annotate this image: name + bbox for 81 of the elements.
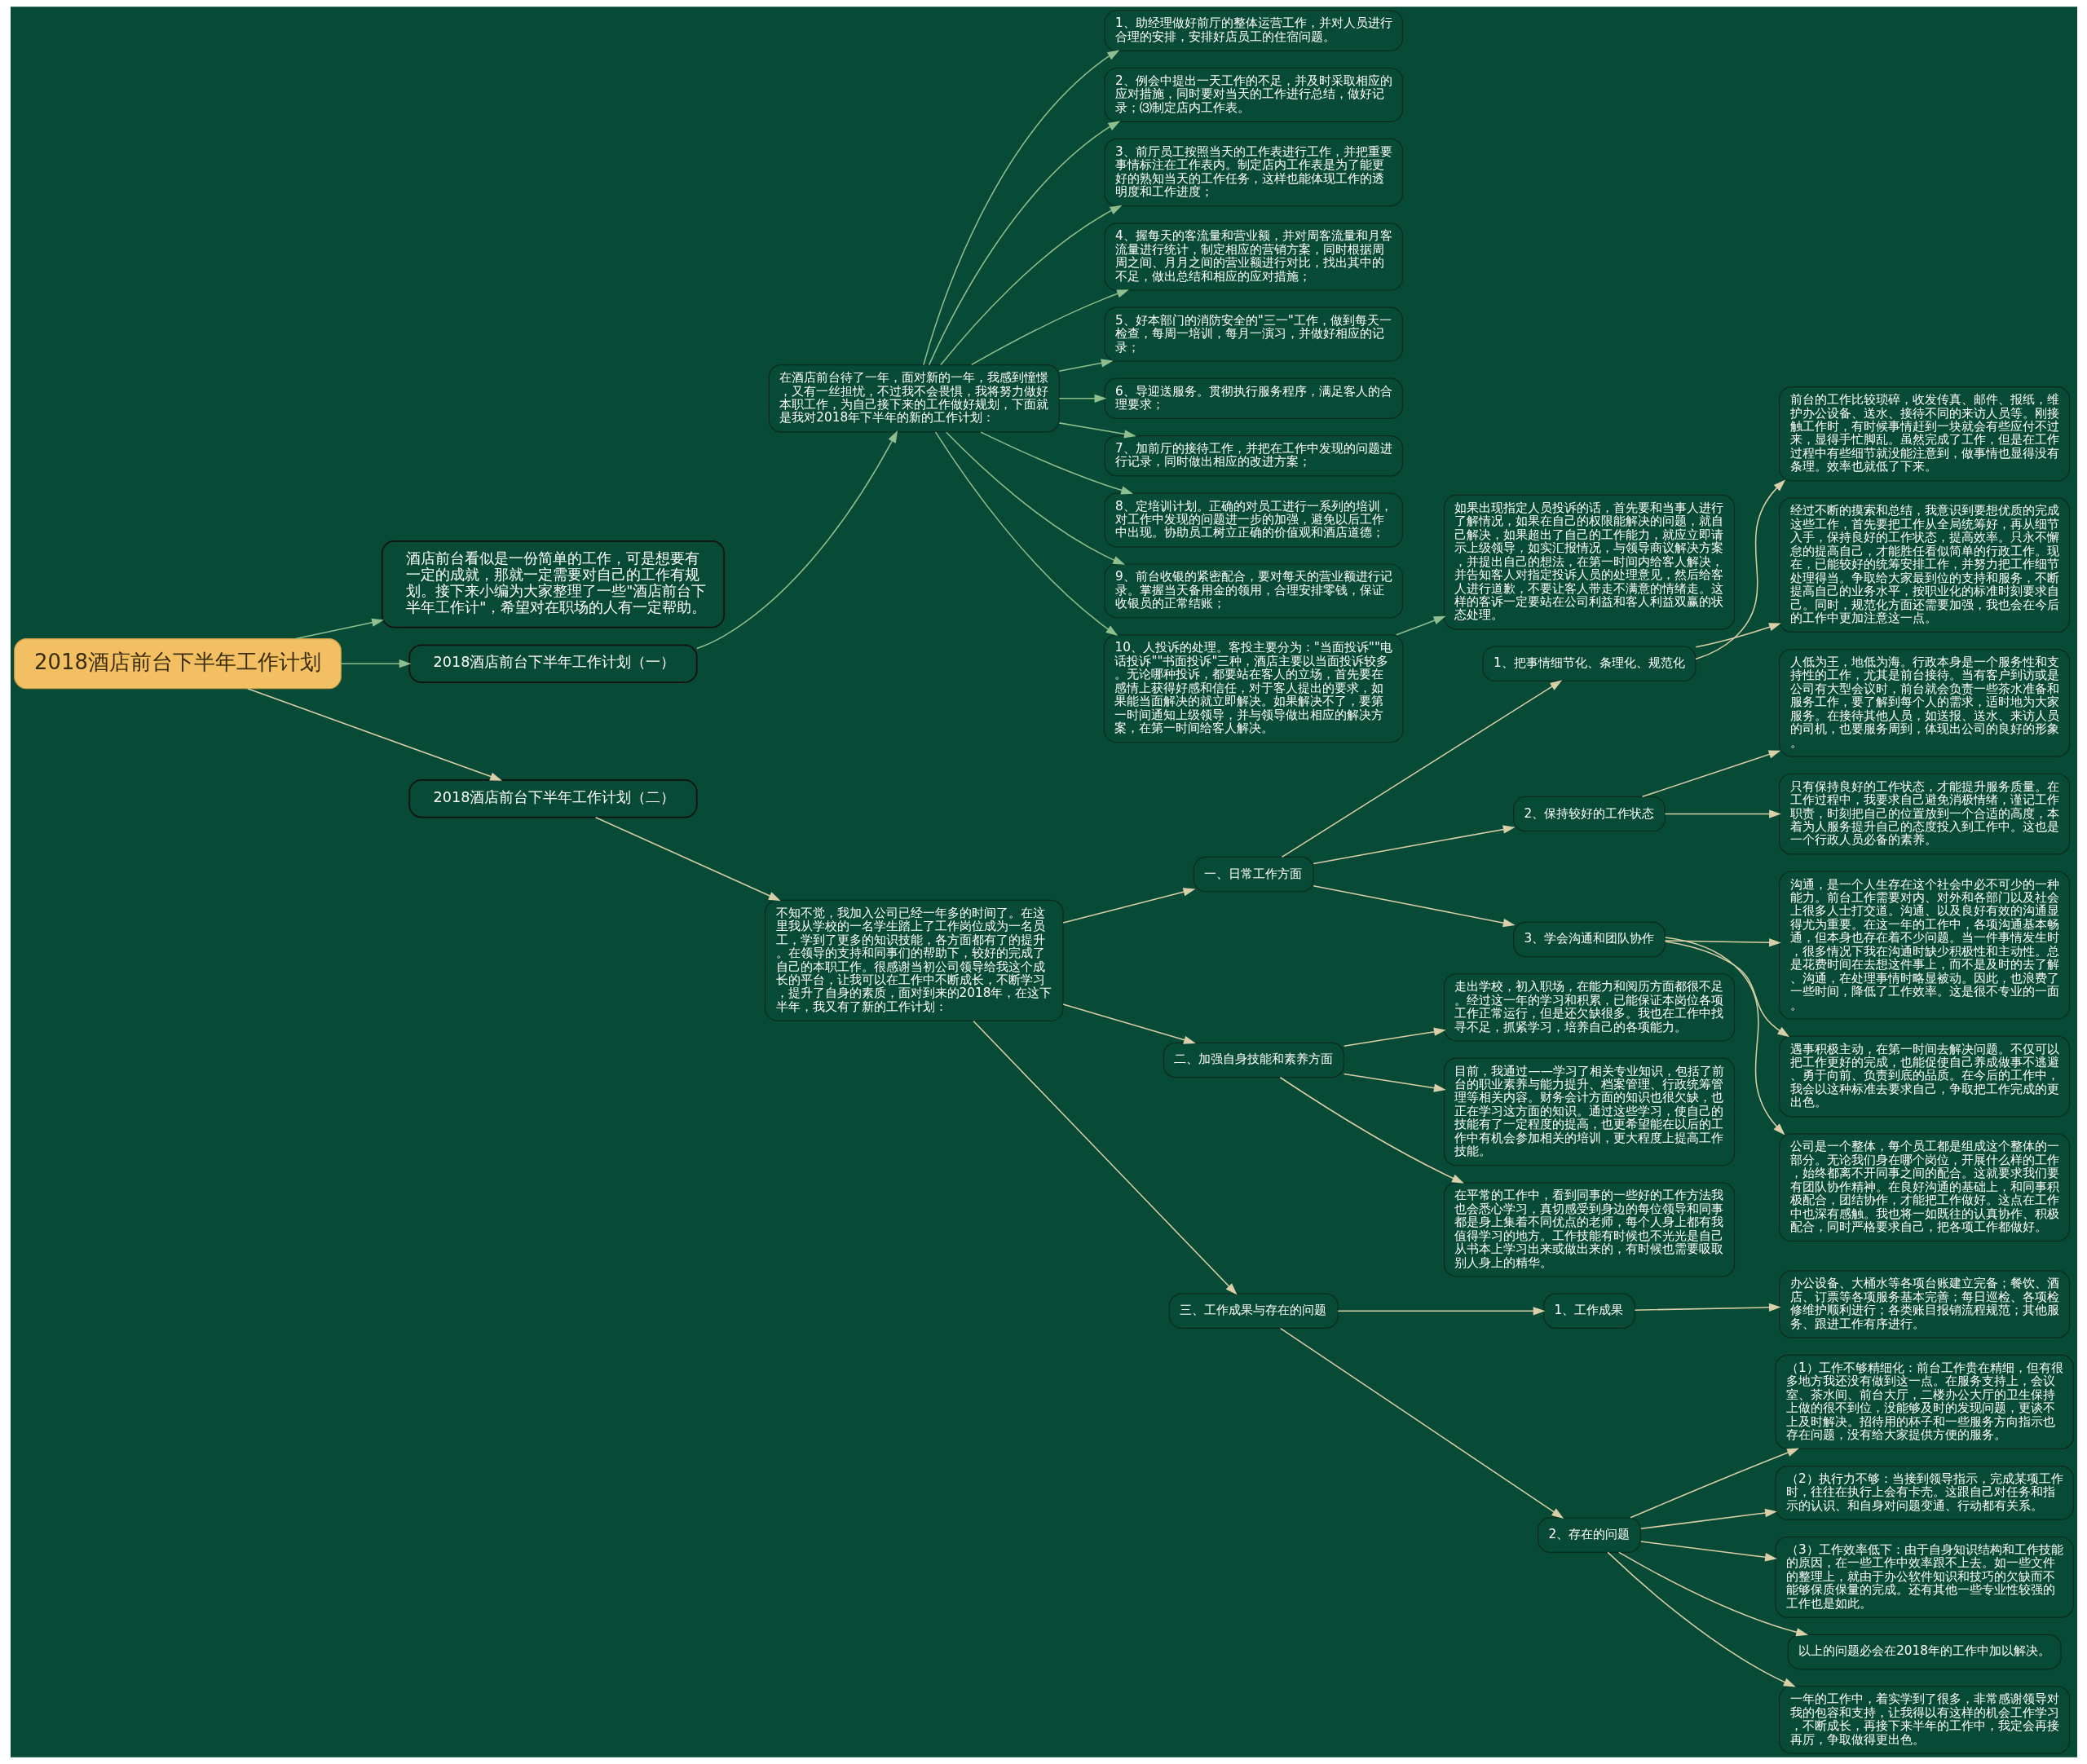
arrow (1639, 1508, 1777, 1530)
arrow (695, 430, 898, 650)
arrow (1607, 1551, 1796, 1687)
node-box: 遇事积极主动，在第一时间去解决问题。不仅可以把工作更好的完成，也能促使自己养成做事不逃避、勇于向前、负责到底的品质。在今后的工作中，我会以这种标准去要求自己，争取把工作完成的更出色。 (1778, 1035, 2070, 1118)
arrow (1312, 825, 1516, 865)
arrow (970, 289, 1129, 366)
arrow (1641, 750, 1780, 798)
arrow (939, 205, 1123, 366)
arrow (594, 817, 781, 902)
arrow (979, 431, 1133, 495)
arrow (972, 1020, 1238, 1295)
arrow (1058, 394, 1106, 403)
node-box: 沟通，是一个人生存在这个社会中必不可少的一种能力。前台工作需要对内、对外和各部门以及社会上很多人士打交道。沟通、以及良好有效的沟通显得尤为重要。在这一年的工作中，各项沟通基本畅通，但本身也存在着不少问题。当一件事情发生时，很多情况下我在沟通时缺少积极性和主动性。总是花费时间在去想这件事上，而不是及时的去了解、沟通，在处理事情时略显被动。因此，也浪费了一些时间，降低了工作效率。这是很不专业的一面。 (1778, 871, 2070, 1020)
arrow (1664, 938, 1781, 947)
arrow (1061, 888, 1195, 924)
arrow (1617, 1551, 1808, 1637)
arrow (1664, 937, 1785, 1136)
node-box: 只有保持良好的工作状态，才能提升服务质量。在工作过程中，我要求自己避免消极情绪，谨记工作职责，时刻把自己的位置放到一个合适的高度，本着为人服务提升自己的态度投入到工作中。这也是一个行政人员必备的素养。 (1778, 773, 2070, 855)
node-box: 目前，我通过——学习了相关专业知识，包括了前台的职业素养与能力提升、档案管理、行政统筹管理等相关内容。财务会计方面的知识也很欠缺，也正在学习这方面的知识。通过这些学习，使自己的技能有了一定程度的提高，也更希望能在以后的工作中有机会参加相关的培训，更大程度上提高工作技能。 (1443, 1057, 1735, 1166)
node-box: 1、助经理做好前厅的整体运营工作，并对人员进行合理的安排，安排好店员工的住宿问题。 (1104, 10, 1403, 51)
node-box: （1）工作不够精细化：前台工作贵在精细，但有很多地方我还没有做到这一点。在服务支持上，会议室、茶水间、前台大厅，二楼办公大厅的卫生保持上做的很不到位，没能够及时的发现问题，更谈不上及时解决。招待用的杯子和一些服务方向指示也存在问题，没有给大家提供方便的服务。 (1774, 1354, 2074, 1449)
arrow (1279, 1077, 1464, 1184)
node-box: 前台的工作比较琐碎，收发传真、邮件、报纸，维护办公设备、送水、接待不同的来访人员等。刚接触工作时，有时候事情赶到一块就会有些应付不过来，显得手忙脚乱。虽然完成了工作，但是在工作过程中有些细节就没能注意到，做事情也显得没有条理。效率也就低了下来。 (1778, 386, 2070, 482)
node-box: 10、人投诉的处理。客投主要分为："当面投诉""电话投诉""书面投诉"三种，酒店主要以当面投诉较多。无论哪种投诉，都要站在客人的立场，首先要在感情上获得好感和信任，对于客人提出的要求，如果能当面解决的就立即解决。如果解决不了，要第一时间通知上级领导，并与领导做出相应的解决方案，在第一时间给客人解决。 (1103, 634, 1404, 743)
node-box: 6、导迎送服务。贯彻执行服务程序，满足客人的合理要求； (1104, 377, 1403, 420)
node-box: 走出学校，初入职场，在能力和阅历方面都很不足。经过这一年的学习和积累，已能保证本岗位各项工作正常运行，但是还欠缺很多。我也在工作中找寻不足，抓紧学习，培养自己的各项能力。 (1443, 973, 1735, 1042)
arrow (934, 431, 1118, 636)
arrow (1694, 479, 1785, 660)
node-box: 在酒店前台待了一年，面对新的一年，我感到憧憬，又有一丝担忧，不过我不会畏惧，我将努力做好本职工作，为自己接下来的工作做好规划，下面就是我对2018年下半年的新的工作计划： (768, 364, 1060, 433)
node-box: 1、把事情细节化、条理化、规范化 (1482, 646, 1696, 681)
node-box: 如果出现指定人员投诉的话，首先要和当事人进行了解情况，如果在自己的权限能解决的问题，就自己解决，如果超出了自己的工作能力，就应立即请示上级领导，如实汇报情况，与领导商议解决方案，并提出自己的想法，在第一时间内给客人解决，并告知客人对指定投诉人员的处理意见，然后给客人进行道歉，不要让客人带走不满意的情绪走。这样的客诉一定要站在公司利益和客人利益双赢的状态处理。 (1443, 494, 1735, 630)
node-box: （2）执行力不够：当接到领导指示，完成某项工作时，往往在执行上会有卡壳。这跟自己对任务和指示的认识、和自身对问题变通、行动都有关系。 (1774, 1466, 2074, 1520)
node-box: 8、定培训计划。正确的对员工进行一系列的培训，对工作中发现的问题进一步的加强，避免以后工作中出现。协助员工树立正确的价值观和酒店道德； (1104, 492, 1403, 548)
node-box: 4、握每天的客流量和营业额，并对周客流量和月客流量进行统计，制定相应的营销方案，同时根据周周之间、月月之间的营业额进行对比，找出其中的不足，做出总结和相应的应对措施； (1104, 223, 1403, 291)
node-box: 经过不断的摸索和总结，我意识到要想优质的完成这些工作，首先要把工作从全局统筹好，再从细节入手，保持良好的工作状态，提高效率。只永不懈怠的提高自己，才能胜任看似简单的行政工作。现在，已能较好的统筹安排工作，并努力把工作细节处理得当。争取给大家最到位的支持和服务，不断提高自己的业务水平，按职业化的标准时刻要求自己。同时，规范化方面还需要加强，我也会在今后的工作中更加注意这一点。 (1778, 497, 2070, 633)
node-box: （3）工作效率低下：由于自身知识结构和工作技能的原因，在一些工作中效率跟不上去。如一些文件的整理上，就由于办公软件知识和技巧的欠缺而不能够保质保量的完成。还有其他一些专业性较强的工作也是如此。 (1774, 1536, 2074, 1618)
node-box: 1、工作成果 (1542, 1293, 1635, 1329)
arrow (928, 121, 1120, 366)
arrow (1664, 809, 1781, 818)
arrow (1336, 1307, 1545, 1316)
node-box: 3、学会沟通和团队协作 (1512, 921, 1666, 958)
node-box: 三、工作成果与存在的问题 (1168, 1293, 1339, 1329)
node-box: 二、加强自身技能和素养方面 (1163, 1042, 1344, 1078)
node-box: 不知不觉，我加入公司已经一年多的时间了。在这里我从学校的一名学生踏上了工作岗位成为一名员工，学到了更多的知识技能，各方面都有了的提升。在领导的支持和同事们的帮助下，较好的完成了自己的本职工作。很感谢当初公司领导给我这个成长的平台，让我可以在工作中不断成长，不断学习，提升了自身的素质，面对到来的2018年，在这下半年，我又有了新的工作计划： (764, 899, 1064, 1021)
node-box: 2018酒店前台下半年工作计划（一） (408, 644, 698, 683)
node-box: 3、前厅员工按照当天的工作表进行工作，并把重要事情标注在工作表内。制定店内工作表是为了能更好的熟知当天的工作任务，这样也能体现工作的透明度和工作进度； (1104, 138, 1403, 207)
node-box: 9、前台收银的紧密配合，要对每天的营业额进行记录。掌握当天备用金的领用，合理安排零钱，保证收银员的正常结账； (1104, 563, 1403, 619)
arrow (1634, 1303, 1781, 1312)
arrow (1279, 1327, 1564, 1519)
arrow (340, 659, 411, 668)
node-box: 一年的工作中，着实学到了很多，非常感谢领导对我的包容和支持，让我得以有这样的机会工作学习，不断成长，再接下来半年的工作中，我定会再接再厉，争取做得更出色。 (1778, 1686, 2070, 1754)
node-box: 酒店前台看似是一份简单的工作，可是想要有一定的成就，那就一定需要对自己的工作有规划。接下来小编为大家整理了一些"酒店前台下半年工作计"，希望对在职场的人有一定帮助。 (381, 540, 725, 628)
node-box: 人低为王，地低为海。行政本身是一个服务性和支持性的工作，尤其是前台接待。当有客户到访或是公司有大型会议时，前台就会负责一些茶水准备和服务工作，要了解到每个人的需求，适时地为大家服务。在接待其他人员，如送报、送水、来访人员的司机，也要服务周到，体现出公司的良好的形象。 (1778, 648, 2070, 757)
arrow (1058, 359, 1114, 372)
node-box: 2018酒店前台下半年工作计划 (13, 638, 342, 690)
node-box: 2018酒店前台下半年工作计划（二） (408, 779, 698, 818)
node-box: 以上的问题必会在2018年的工作中加以解决。 (1787, 1634, 2062, 1670)
node-box: 7、加前厅的接待工作，并把在工作中发现的问题进行记录，同时做出相应的改进方案； (1104, 435, 1403, 477)
node-box: 办公设备、大桶水等各项台账建立完备；餐饮、酒店、订票等各项服务基本完善；每日巡检、各项检修维护顺利进行；各类账目报销流程规范；其他服务、跟进工作有序进行。 (1778, 1270, 2070, 1338)
arrow (294, 618, 384, 640)
node-box: 2、例会中提出一天工作的不足，并及时采取相应的应对措施，同时要对当天的工作进行总结，做好记录；⑶制定店内工作表。 (1104, 67, 1403, 122)
node-box: 公司是一个整体，每个员工都是组成这个整体的一部分。无论我们身在哪个岗位，开展什么样的工作，始终都离不开同事之间的配合。这就要求我们要有团队协作精神。在良好沟通的基础上，和同事积极配合，团结协作，才能把工作做好。这点在工作中也深有感触。我也将一如既往的认真协作、积极配合，同时严格要求自己，把各项工作都做好。 (1778, 1133, 2070, 1242)
arrow (922, 50, 1119, 366)
arrow (1061, 1003, 1196, 1044)
arrow (1312, 884, 1516, 928)
arrow (1343, 1073, 1446, 1092)
arrow (1664, 941, 1789, 1038)
arrow (1058, 422, 1136, 439)
node-box: 一、日常工作方面 (1193, 856, 1314, 893)
arrow (945, 431, 1125, 565)
node-box: 在平常的工作中，看到同事的一些好的工作方法我也会悉心学习，真切感受到身边的每位领导和同事都是身上集着不同优点的老师，每个人身上都有我值得学习的地方。工作技能有时候也不光光是自己从书本上学习出来或做出来的，有时候也需要吸取别人身上的精华。 (1443, 1182, 1735, 1277)
node-box: 2、存在的问题 (1537, 1517, 1641, 1553)
arrow (1281, 680, 1562, 858)
arrow (1629, 1448, 1799, 1519)
node-box: 5、好本部门的消防安全的"三一"工作，做到每天一检查，每周一培训，每月一演习，并做好相应的记录； (1104, 306, 1403, 362)
arrow (1639, 1541, 1777, 1562)
arrow (246, 688, 502, 781)
arrow (1343, 1027, 1446, 1047)
arrow (1694, 623, 1781, 648)
node-box: 2、保持较好的工作状态 (1512, 796, 1666, 832)
arrow (1395, 615, 1446, 636)
